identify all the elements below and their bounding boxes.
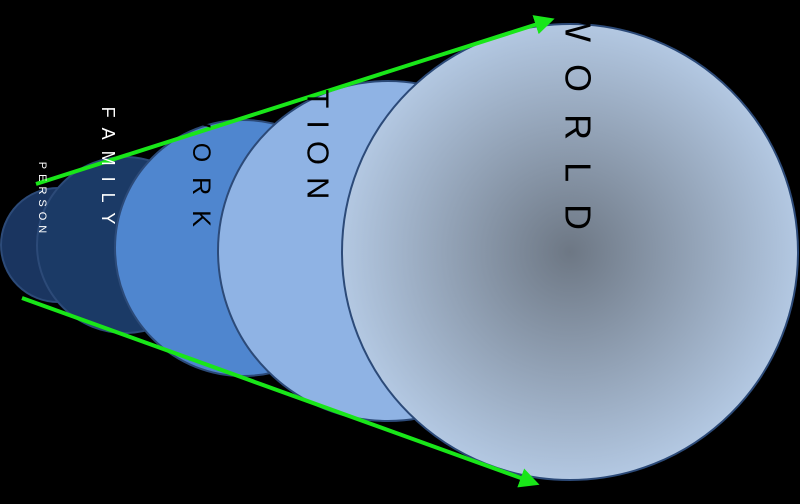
world-circle: [341, 23, 799, 481]
lower-arrow: [21, 296, 540, 488]
work-label: WORK: [187, 104, 215, 242]
nation-label: NATION: [301, 25, 336, 212]
upper-arrow: [35, 15, 555, 186]
family-label: FAMILY: [98, 107, 118, 236]
world-label: WORLD: [558, 8, 599, 252]
person-label: PERSON: [36, 162, 48, 238]
